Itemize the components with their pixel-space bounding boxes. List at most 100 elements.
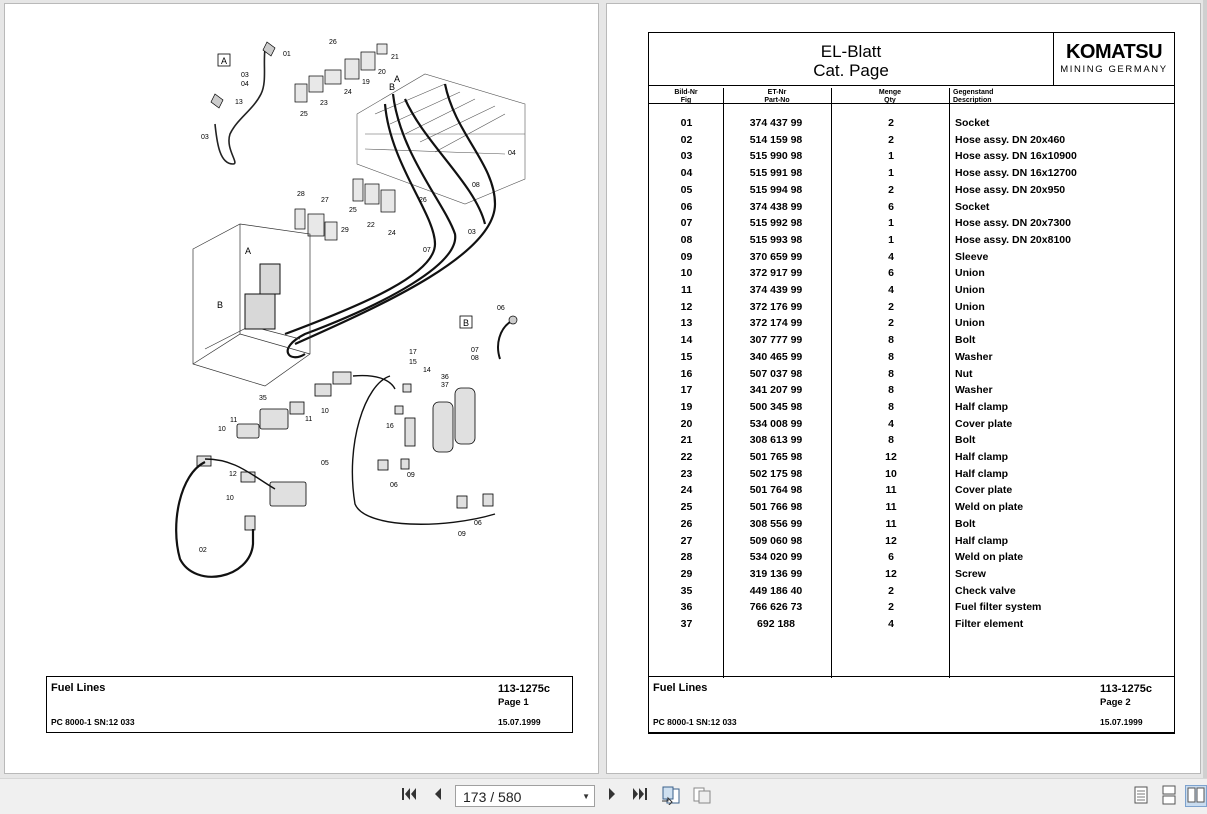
part-number-cell: 515 991 98 — [749, 167, 803, 180]
callout-label: 02 — [199, 547, 207, 554]
callout-label: B — [463, 318, 469, 328]
callout-label: 14 — [423, 367, 431, 374]
part-number-cell: 374 439 99 — [749, 284, 803, 296]
part-fig-cell: 25 — [680, 501, 693, 514]
callout-label: 03 — [201, 134, 209, 141]
part-fig-cell: 35 — [680, 584, 693, 597]
part-qty-cell: 6 — [888, 267, 894, 280]
part-qty-cell: 11 — [885, 501, 897, 514]
part-fig-cell: 11 — [680, 284, 693, 296]
callout-label: 25 — [300, 111, 308, 118]
part-desc-cell: Socket — [955, 200, 990, 213]
part-fig-cell: 15 — [680, 350, 693, 363]
part-qty-cell: 12 — [885, 567, 897, 580]
part-fig-cell: 02 — [680, 133, 693, 146]
callout-label: 01 — [283, 51, 291, 58]
page-number-value: 173 / 580 — [463, 789, 522, 805]
part-desc-cell: Half clamp — [955, 400, 1009, 413]
part-desc-cell: Half clamp — [955, 451, 1009, 463]
prev-page-icon[interactable] — [428, 785, 448, 807]
part-qty-cell: 1 — [888, 150, 894, 163]
callout-label: 35 — [259, 395, 267, 402]
part-desc-cell: Union — [955, 317, 985, 330]
page-dropdown-icon[interactable]: ▼ — [582, 792, 590, 801]
part-qty-cell: 2 — [888, 117, 894, 129]
part-fig-cell: 14 — [680, 334, 693, 347]
callout-label: 21 — [391, 54, 399, 61]
part-desc-cell: Union — [955, 284, 985, 296]
callout-label: 06 — [390, 482, 398, 489]
continuous-view-icon[interactable] — [1159, 785, 1179, 807]
part-desc-cell: Bolt — [955, 517, 976, 530]
part-fig-cell: 26 — [680, 517, 693, 530]
callout-label: 10 — [226, 495, 234, 502]
part-number-cell: 341 207 99 — [749, 384, 803, 397]
callout-label: 07 — [423, 247, 431, 254]
fuel-lines-diagram: A 01 03 04 13 03 26 21 20 19 24 23 25 — [175, 39, 526, 578]
part-desc-cell: Washer — [955, 384, 993, 397]
part-qty-cell: 2 — [888, 317, 894, 330]
part-qty-cell: 11 — [885, 484, 897, 497]
title-line-2: Cat. Page — [813, 61, 889, 80]
part-fig-cell: 28 — [680, 551, 693, 564]
callout-label: 25 — [349, 207, 357, 214]
next-page-icon[interactable] — [602, 785, 622, 807]
part-qty-cell: 1 — [888, 217, 894, 230]
page-number-input[interactable]: 173 / 580 ▼ — [455, 785, 595, 807]
part-desc-cell: Hose assy. DN 20x950 — [955, 183, 1066, 196]
footer-page: Page 2 — [1100, 697, 1131, 708]
part-desc-cell: Hose assy. DN 16x12700 — [955, 167, 1077, 180]
vertical-scrollbar[interactable] — [1203, 0, 1207, 778]
callout-label: 09 — [458, 531, 466, 538]
part-number-cell: 500 345 98 — [749, 400, 803, 413]
part-fig-cell: 19 — [680, 400, 693, 413]
page2-footer: Fuel Lines PC 8000-1 SN:12 033 113-1275c… — [648, 676, 1175, 733]
part-qty-cell: 8 — [888, 400, 894, 413]
part-number-cell: 534 008 99 — [749, 417, 803, 430]
part-fig-cell: 17 — [680, 384, 693, 397]
two-page-view-icon[interactable] — [1185, 785, 1207, 807]
parts-list-frame: EL-Blatt Cat. Page KOMATSU MINING GERMAN… — [648, 32, 1175, 734]
fit-page-icon[interactable] — [659, 785, 683, 807]
logo-main: KOMATSU — [1065, 41, 1163, 63]
part-desc-cell: Screw — [955, 567, 986, 580]
part-qty-cell: 8 — [888, 367, 894, 380]
single-page-view-icon[interactable] — [1131, 785, 1151, 807]
rotate-icon[interactable] — [690, 785, 714, 807]
part-fig-cell: 27 — [680, 534, 693, 547]
part-desc-cell: Cover plate — [955, 484, 1013, 497]
part-fig-cell: 21 — [680, 434, 693, 447]
logo-sub: MINING GERMANY — [1060, 64, 1168, 75]
part-number-cell: 766 626 73 — [749, 601, 803, 614]
part-number-cell: 514 159 98 — [749, 133, 803, 146]
viewer-toolbar: 173 / 580 ▼ — [0, 778, 1207, 814]
callout-label: 05 — [321, 460, 329, 467]
part-desc-cell: Hose assy. DN 20x460 — [955, 133, 1066, 146]
part-number-cell: 515 993 98 — [749, 233, 803, 246]
part-qty-cell: 2 — [888, 584, 894, 597]
part-qty-cell: 6 — [888, 551, 894, 564]
part-desc-cell: Socket — [955, 117, 990, 129]
part-number-cell: 319 136 99 — [749, 567, 803, 580]
footer-title: Fuel Lines — [51, 682, 106, 694]
part-fig-cell: 16 — [680, 367, 693, 380]
last-page-icon[interactable] — [629, 785, 651, 807]
callout-label: 06 — [474, 520, 482, 527]
callout-label: 19 — [362, 79, 370, 86]
part-desc-cell: Half clamp — [955, 534, 1009, 547]
part-number-cell: 507 037 98 — [749, 367, 803, 380]
part-desc-cell: Half clamp — [955, 467, 1009, 480]
detail-a-box — [217, 53, 231, 67]
detail-a-label: A — [221, 56, 227, 66]
first-page-icon[interactable] — [398, 785, 420, 807]
part-qty-cell: 8 — [888, 350, 894, 363]
